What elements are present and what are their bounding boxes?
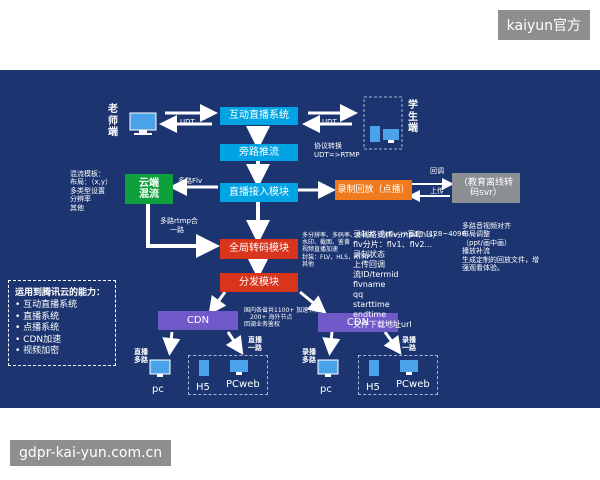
multi-rtmp-label-1: 多路rtmp合	[160, 217, 198, 225]
transcode-note: 其他	[302, 260, 315, 268]
mix-template-line: 分辨率	[70, 195, 91, 204]
record-field: 文件下载地址url	[353, 320, 412, 329]
arrow-distribute-to-cdn-right	[299, 290, 327, 314]
callback-label: 回调	[430, 167, 444, 175]
record-width-note: 宽度（128~4096）	[408, 230, 474, 238]
record-field: 录制格式(flv,mp4,hls)	[353, 230, 436, 239]
record-playback-box: 录制回放（点播）	[335, 180, 412, 200]
record-field: endtime	[353, 310, 387, 319]
transcode-note: 水印、截图、鉴黄	[302, 239, 351, 247]
arrow-cdn-right-to-web	[383, 331, 402, 355]
cdn-box-right: CDN	[318, 313, 398, 332]
offline-note: 布局调整	[462, 230, 490, 239]
udt-label-right: UDT	[322, 118, 337, 126]
watermark-top: kaiyun官方	[497, 10, 590, 40]
device-icons-left	[149, 359, 248, 377]
offline-notes: 多路音视频对齐 布局调整 （ppt/画中画） 播放补流 生成定制的回放文件，增强…	[462, 222, 544, 272]
teacher-label: 老师端	[108, 104, 118, 138]
device-pc-left: pc	[152, 384, 164, 395]
mix-template-line: 混流模板：	[70, 170, 105, 178]
cloud-mixer-box: 云端混流	[125, 174, 173, 204]
mix-template-line: 布局：（x,y）	[70, 178, 113, 187]
cdn-note: 国内各省共1100+ 加速节点	[244, 307, 321, 314]
record-multi-tag: 录播多路	[302, 348, 316, 365]
record-field: 上传回调	[353, 260, 385, 269]
offline-note: （ppt/画中画）	[462, 238, 511, 247]
device-group-right	[358, 355, 438, 395]
cdn-note: 200+ 海外节点	[250, 314, 293, 322]
capability-item: • 互动直播系统	[15, 300, 78, 310]
capability-item: • 视频加密	[15, 346, 60, 357]
device-pcweb-left: PCweb	[226, 379, 260, 390]
device-icons-right	[317, 359, 418, 377]
global-transcode-box: 全局转码模块	[220, 239, 298, 259]
arrow-cdn-right-to-pc	[322, 331, 341, 356]
offline-transcode-box: （教育离线转码svr）	[452, 173, 520, 203]
arrow-mixer-to-transcode	[146, 203, 220, 258]
cdn-note: 回调业务鉴权	[244, 321, 281, 329]
arrow-cdn-left-to-pc	[162, 331, 181, 356]
device-h5-left: H5	[196, 382, 210, 393]
mix-template-notes: 混流模板： 布局：（x,y） 多类型设置 分辨率 其他	[70, 170, 112, 212]
record-field: flv分片：flv1、flv2...	[353, 240, 433, 249]
record-field-list: 录制格式(flv,mp4,hls) flv分片：flv1、flv2... 录制状…	[353, 230, 436, 330]
cdn-notes: 国内各省共1100+ 加速节点 200+ 海外节点 回调业务鉴权	[244, 307, 320, 329]
live-ingest-box: 直播接入模块	[220, 183, 298, 202]
protocol-label-1: 协议转换	[314, 142, 342, 150]
transcode-note: 多分辨率、多码率、多格式（转码+分片）	[302, 232, 416, 239]
arrow-cdn-left-to-web	[225, 331, 244, 355]
live-single-tag: 直播一路	[248, 336, 262, 353]
connector-layer	[129, 96, 454, 377]
cdn-box-left: CDN	[158, 311, 238, 330]
distribute-box: 分发模块	[220, 273, 298, 292]
offline-note: 生成定制的回放文件，增强观看体验。	[462, 255, 539, 272]
transcode-notes: 多分辨率、多码率、多格式（转码+分片） 水印、截图、鉴黄 视频直播加速 封装：F…	[302, 232, 415, 268]
student-label: 学生端	[408, 100, 418, 134]
record-field: flvname	[353, 280, 386, 289]
mix-template-line: 多类型设置	[70, 186, 105, 195]
teacher-computer-icon	[129, 112, 157, 135]
architecture-diagram: 老师端 学生端 互动直播系统 旁路推流 直播接入模块 云端混流 录制回放（点播）…	[0, 70, 600, 408]
record-field: qq	[353, 290, 364, 299]
watermark-bottom: gdpr-kai-yun.com.cn	[10, 440, 172, 466]
record-field: 录制状态	[353, 250, 385, 259]
protocol-label-2: UDT=>RTMP	[314, 151, 360, 159]
upload-label: 上传	[430, 187, 444, 195]
udt-label-left: UDT	[180, 118, 195, 126]
multi-rtmp-label-2: 一路	[170, 226, 184, 234]
capability-item: • CDN加速	[15, 334, 62, 345]
capabilities-box: 运用到腾讯云的能力： • 互动直播系统 • 直播系统 • 点播系统 • CDN加…	[8, 280, 116, 366]
arrow-distribute-to-cdn-left	[208, 291, 227, 315]
transcode-note: 封装：FLV，HLS，RTMP	[302, 253, 371, 261]
live-multi-tag: 直播多路	[134, 348, 148, 365]
capability-item: • 直播系统	[15, 311, 60, 322]
device-group-left	[188, 355, 268, 395]
mix-template-line: 其他	[70, 203, 84, 212]
offline-note: 多路音视频对齐	[462, 222, 511, 230]
bypass-push-box: 旁路推流	[220, 144, 298, 161]
multi-flv-label: 多路Flv	[178, 177, 203, 185]
transcode-note: 视频直播加速	[302, 246, 339, 254]
offline-note: 播放补流	[462, 247, 490, 256]
capability-item: • 点播系统	[15, 323, 60, 334]
record-field: starttime	[353, 300, 390, 309]
record-field: 流ID/termid	[353, 270, 399, 279]
interactive-live-box: 互动直播系统	[220, 107, 298, 125]
device-pc-right: pc	[320, 384, 332, 395]
record-single-tag: 录播一路	[402, 336, 416, 353]
device-pcweb-right: PCweb	[396, 379, 430, 390]
capabilities-title: 运用到腾讯云的能力：	[15, 288, 106, 298]
student-devices-icon	[363, 96, 403, 150]
device-h5-right: H5	[366, 382, 380, 393]
